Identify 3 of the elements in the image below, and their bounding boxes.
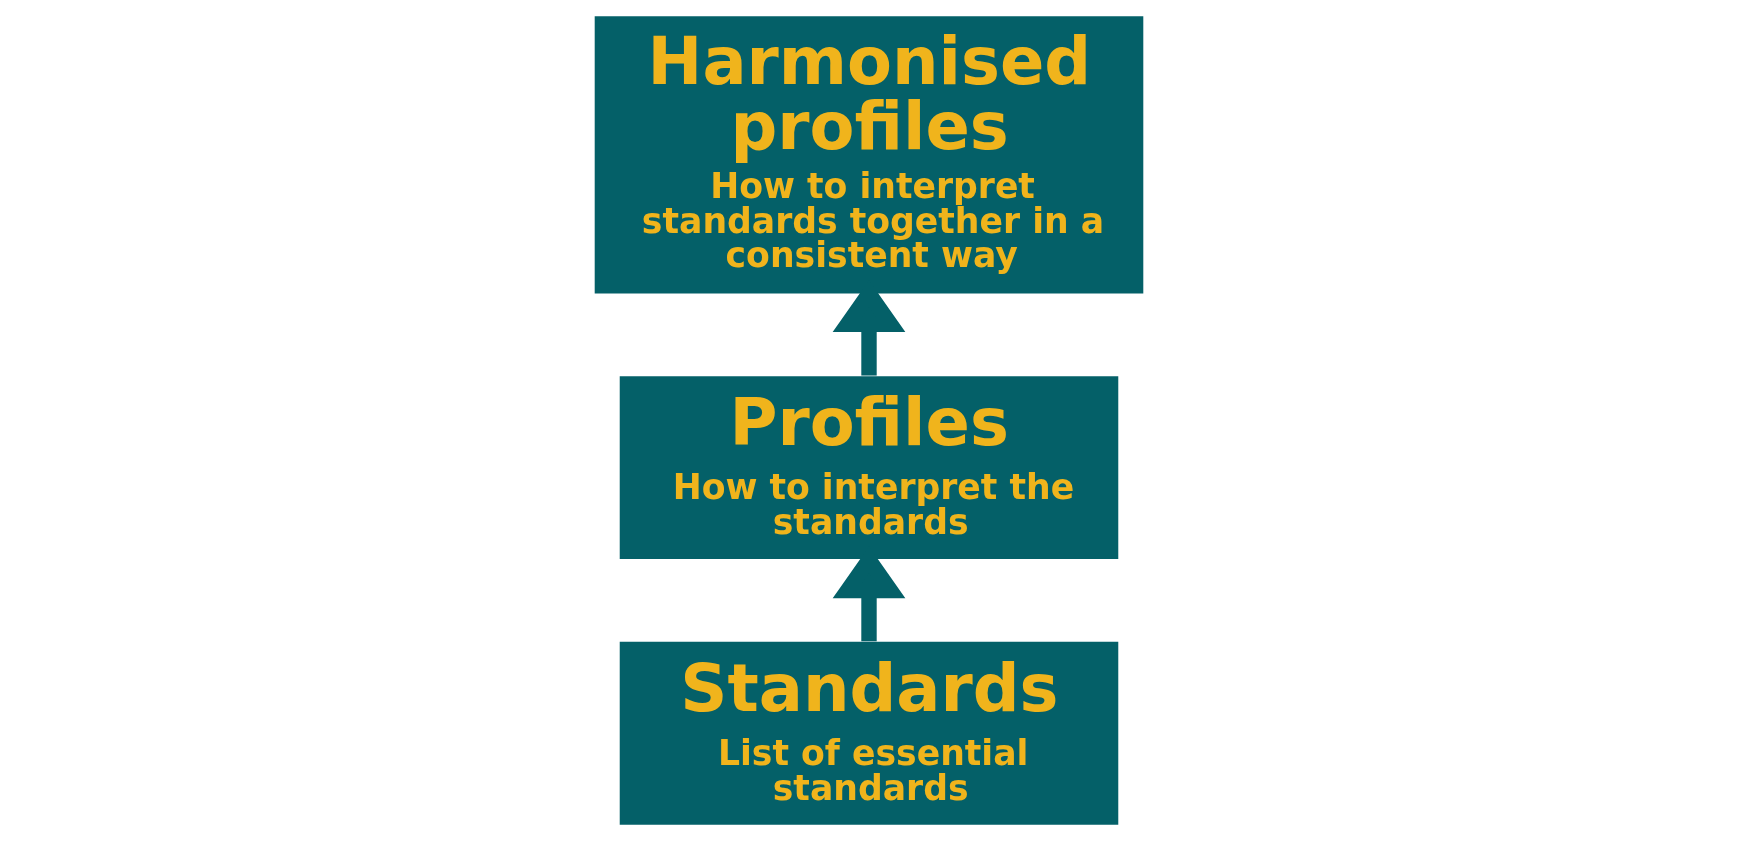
node-box: Profiles How to interpret the standards — [619, 376, 1118, 560]
node-box: Harmonised profiles How to interpret standards together in a consistent way — [594, 16, 1143, 294]
node-box: Standards List of essential standards — [619, 641, 1118, 825]
